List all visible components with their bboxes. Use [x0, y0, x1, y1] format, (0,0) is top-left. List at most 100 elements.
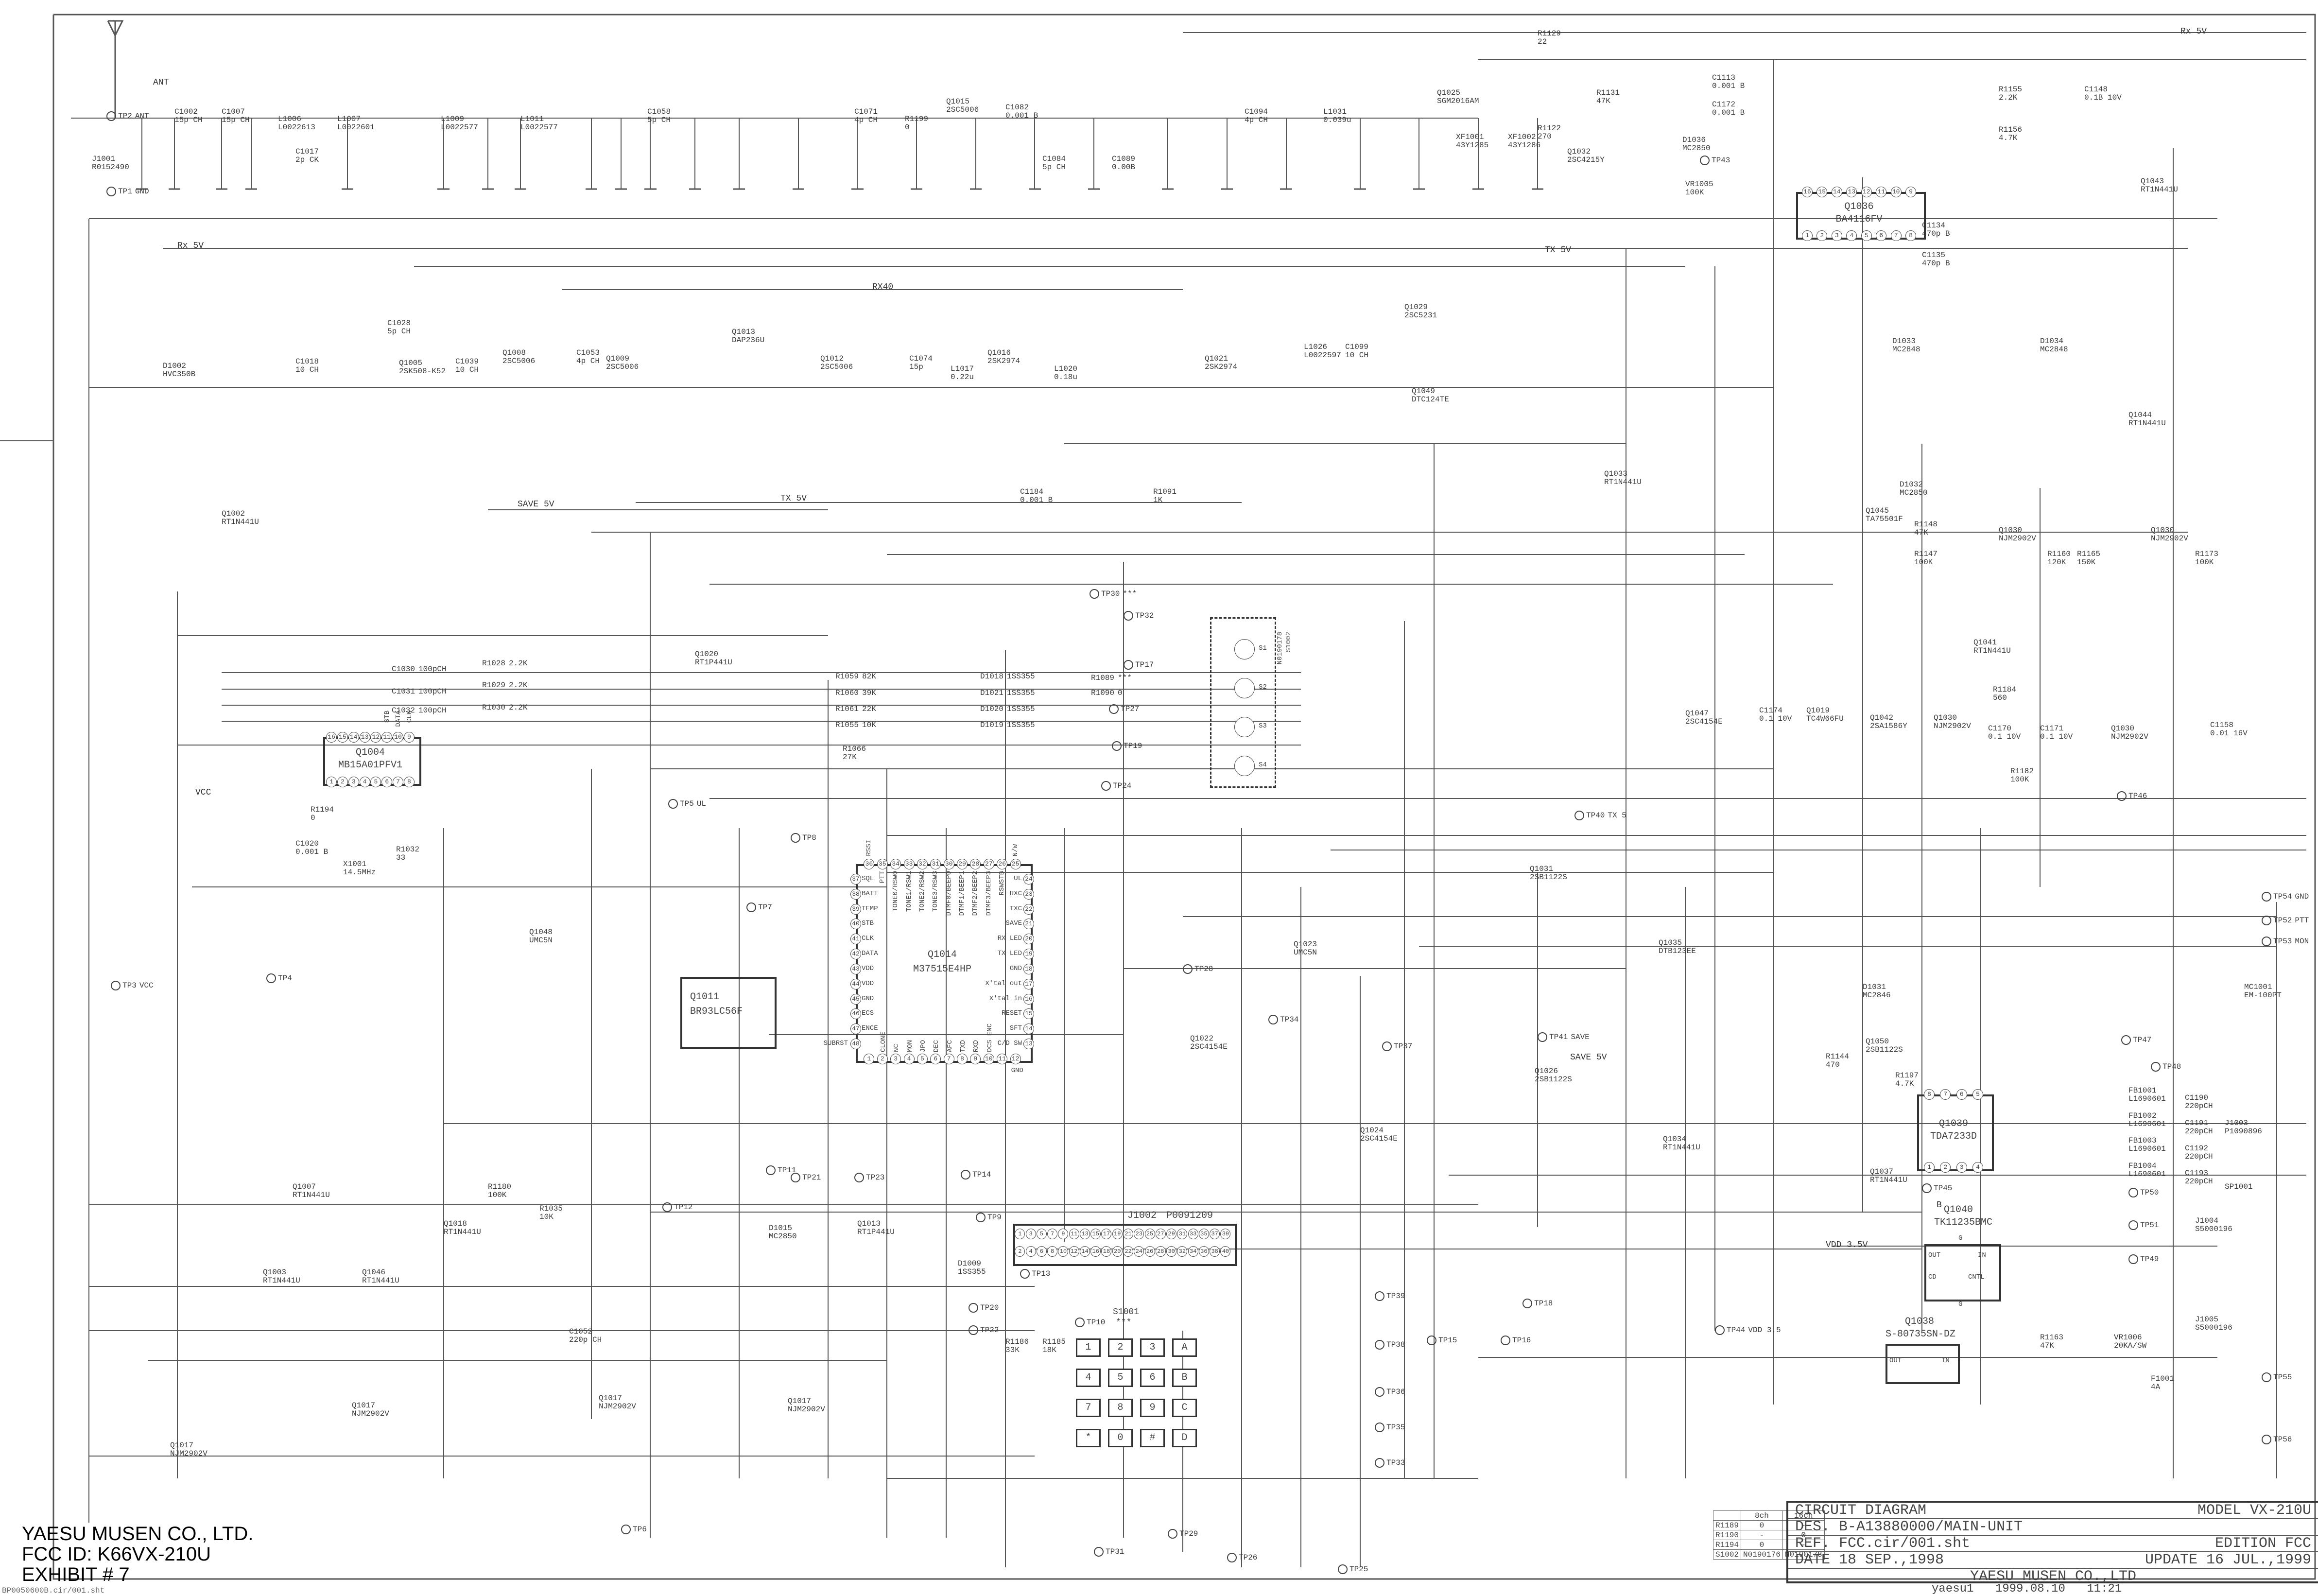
test-point-icon: [1227, 1552, 1237, 1562]
component-ref: C1135: [1922, 251, 1946, 260]
mcu-pin-number: 29: [957, 859, 968, 869]
component-value: 100K: [1685, 188, 1704, 197]
test-point-ref: TP25: [1349, 1565, 1368, 1574]
component-ref: Q1023: [1294, 940, 1317, 949]
connector-pin: 16: [1090, 1246, 1101, 1257]
component-value: 39K: [862, 689, 876, 697]
component-ref: R1066: [843, 745, 866, 753]
fcc-company: YAESU MUSEN CO., LTD.: [22, 1523, 254, 1544]
component-ref: D1031: [1863, 983, 1886, 991]
pll-ic-pin: 3: [348, 777, 359, 787]
component-value: 0.01 16V: [2210, 729, 2248, 738]
test-point: TP16: [1501, 1335, 1534, 1346]
component-value: NJM2902V: [599, 1402, 636, 1411]
test-point-icon: [1124, 659, 1133, 670]
component-ref: Q1048: [529, 928, 553, 937]
keypad-key[interactable]: C: [1172, 1399, 1197, 1417]
mcu-pin-name: X'tal in: [989, 994, 1022, 1003]
test-point-ref: TP19: [1124, 742, 1142, 750]
sheet-frame: [52, 14, 2316, 1580]
switch-position: S1: [1259, 644, 1267, 652]
test-point-icon: [2121, 1035, 2131, 1045]
component-value: 2.2K: [509, 681, 528, 690]
variant-cell: N0190176: [1741, 1549, 1783, 1560]
keypad-key[interactable]: D: [1172, 1429, 1197, 1447]
mcu-pin-name: RXD: [972, 1040, 981, 1052]
connector-pin: 29: [1166, 1229, 1177, 1239]
component-value: 2SC5231: [1404, 311, 1437, 320]
mcu-part: M37515E4HP: [913, 964, 972, 975]
test-point-icon: [1020, 1268, 1030, 1279]
keypad-key[interactable]: 6: [1140, 1369, 1165, 1387]
regulator-pin: CNTL: [1968, 1273, 1985, 1281]
connector-pin: 2: [1015, 1246, 1025, 1257]
test-point: TP15: [1427, 1335, 1460, 1346]
mcu-pin-number: 5: [917, 1054, 928, 1064]
test-point-icon: [1574, 810, 1584, 820]
mcu-pin-name: GND: [862, 994, 874, 1003]
keypad-key[interactable]: 2: [1108, 1338, 1133, 1357]
test-point: TP8: [791, 833, 819, 843]
test-point-ref: TP41: [1549, 1033, 1568, 1041]
keypad-key[interactable]: A: [1172, 1338, 1197, 1357]
component-ref: C1020: [295, 839, 319, 848]
component-value: 47K: [1914, 528, 1928, 537]
keypad-key[interactable]: 7: [1076, 1399, 1101, 1417]
component-value: 100K: [1914, 558, 1933, 567]
pll-pin-label: STB: [383, 711, 392, 723]
keypad-key[interactable]: B: [1172, 1369, 1197, 1387]
net-label: TX 5V: [1545, 245, 1572, 255]
test-point-ref: TP10: [1087, 1318, 1106, 1327]
test-point-ref: TP1: [118, 187, 132, 196]
plot-time: 11:21: [2087, 1582, 2122, 1596]
keypad-key[interactable]: 9: [1140, 1399, 1165, 1417]
if-ic-ref: Q1036: [1844, 201, 1874, 212]
keypad-key[interactable]: 1: [1076, 1338, 1101, 1357]
test-point: TP47: [2121, 1035, 2154, 1045]
component-value: 100K: [488, 1191, 507, 1199]
if-ic-pin: 12: [1861, 187, 1872, 197]
keypad-key[interactable]: 0: [1108, 1429, 1133, 1447]
test-point-icon: [106, 186, 116, 196]
component-ref: Q1030: [2111, 724, 2135, 733]
keypad-key[interactable]: 4: [1076, 1369, 1101, 1387]
test-point: TP9: [976, 1212, 1004, 1223]
keypad-key[interactable]: #: [1140, 1429, 1165, 1447]
test-point-ref: TP33: [1386, 1458, 1405, 1467]
keypad-key[interactable]: 8: [1108, 1399, 1133, 1417]
keypad-key[interactable]: 3: [1140, 1338, 1165, 1357]
mcu-pin-name: AFC: [946, 1040, 954, 1052]
component-value: 10K: [862, 721, 876, 729]
component-ref: VR1005: [1685, 180, 1713, 189]
component-value: L1690601: [2128, 1094, 2166, 1103]
net-label: B: [1937, 1200, 1942, 1210]
pll-ic-pin: 6: [381, 777, 393, 787]
variant-cell: S1002: [1713, 1549, 1742, 1560]
switch-contact-icon: [1234, 639, 1255, 659]
component-value: 5p CH: [387, 327, 411, 336]
test-point-ref: TP55: [2273, 1373, 2292, 1382]
keypad-key[interactable]: *: [1076, 1429, 1101, 1447]
keypad-key[interactable]: 5: [1108, 1369, 1133, 1387]
pll-ic-pin: 2: [337, 777, 348, 787]
component-ref: Q1015: [946, 97, 970, 106]
component-value: 270: [1538, 132, 1552, 141]
component-ref: D1032: [1900, 480, 1923, 489]
component-ref: MC1001: [2244, 983, 2272, 991]
test-point-ref: TP8: [802, 833, 816, 842]
